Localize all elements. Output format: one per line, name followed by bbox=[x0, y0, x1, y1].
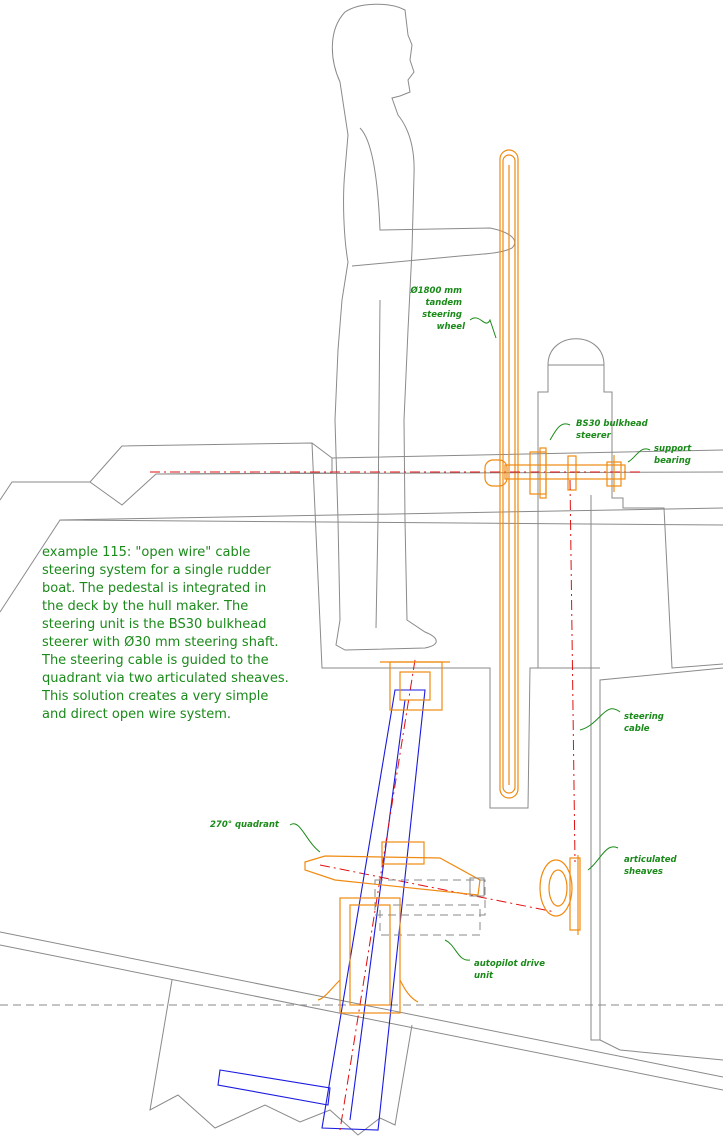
tiller-arm bbox=[217, 1069, 331, 1106]
rudder-tube bbox=[321, 689, 426, 1131]
bearing-flange-right bbox=[399, 979, 419, 1003]
steering-shaft bbox=[504, 464, 626, 480]
shaft-sprocket bbox=[567, 455, 577, 491]
leader-sheaves bbox=[587, 846, 619, 871]
person-arm bbox=[351, 127, 516, 267]
bulkhead-post bbox=[590, 495, 723, 1041]
label-cable: steering cable bbox=[624, 712, 667, 734]
leader-cable bbox=[579, 708, 621, 731]
rudder-centerline bbox=[339, 659, 416, 1131]
person-leg-line bbox=[375, 299, 381, 629]
deck-line-shelf bbox=[59, 507, 723, 521]
leader-bearing bbox=[627, 448, 651, 463]
rudder-bearing-inner bbox=[349, 904, 391, 1006]
hull-inner-line bbox=[599, 1039, 723, 1061]
deck-line-mid bbox=[155, 471, 723, 475]
rudder-bearing bbox=[339, 897, 401, 1014]
steering-wheel-rim bbox=[499, 149, 519, 799]
caption-text: example 115: "open wire" cable steering … bbox=[41, 545, 293, 722]
autopilot-housing bbox=[379, 904, 481, 936]
sheave-inner bbox=[548, 869, 568, 907]
rudder-tube-inner bbox=[349, 699, 406, 1121]
label-wheel: Ø1800 mm tandem steering wheel bbox=[409, 285, 466, 332]
wheel-hub bbox=[484, 459, 508, 487]
person-silhouette bbox=[331, 3, 437, 651]
articulated-sheave bbox=[539, 859, 573, 917]
keel-skeg bbox=[149, 979, 413, 1136]
bearing-flange-left bbox=[317, 979, 341, 1001]
cockpit-well bbox=[311, 442, 600, 809]
label-sheaves: articulated sheaves bbox=[624, 855, 680, 877]
label-autopilot: autopilot drive unit bbox=[474, 959, 548, 981]
pedestal-housing bbox=[537, 364, 723, 669]
label-quadrant: 270° quadrant bbox=[210, 820, 280, 830]
rudder-head-fitting bbox=[389, 661, 443, 711]
leader-bs30 bbox=[549, 423, 571, 441]
hull-bottom-inner bbox=[0, 944, 723, 1091]
bs30-flange bbox=[539, 447, 547, 499]
autopilot-motor bbox=[469, 877, 485, 897]
leader-quadrant bbox=[289, 823, 321, 853]
quadrant-270 bbox=[304, 855, 481, 896]
rudder-head-inner bbox=[399, 671, 431, 701]
label-bearing: support bearing bbox=[654, 444, 694, 466]
label-bs30: BS30 bulkhead steerer bbox=[576, 419, 651, 441]
quadrant-hub bbox=[381, 841, 425, 865]
steering-wheel bbox=[502, 154, 516, 794]
steering-cable bbox=[569, 479, 576, 863]
pedestal-dome bbox=[547, 338, 605, 366]
leader-autopilot bbox=[444, 939, 471, 961]
autopilot-drive bbox=[374, 879, 486, 916]
deck-step bbox=[89, 458, 333, 506]
sheave-bracket bbox=[569, 857, 581, 931]
leader-wheel bbox=[469, 317, 497, 339]
